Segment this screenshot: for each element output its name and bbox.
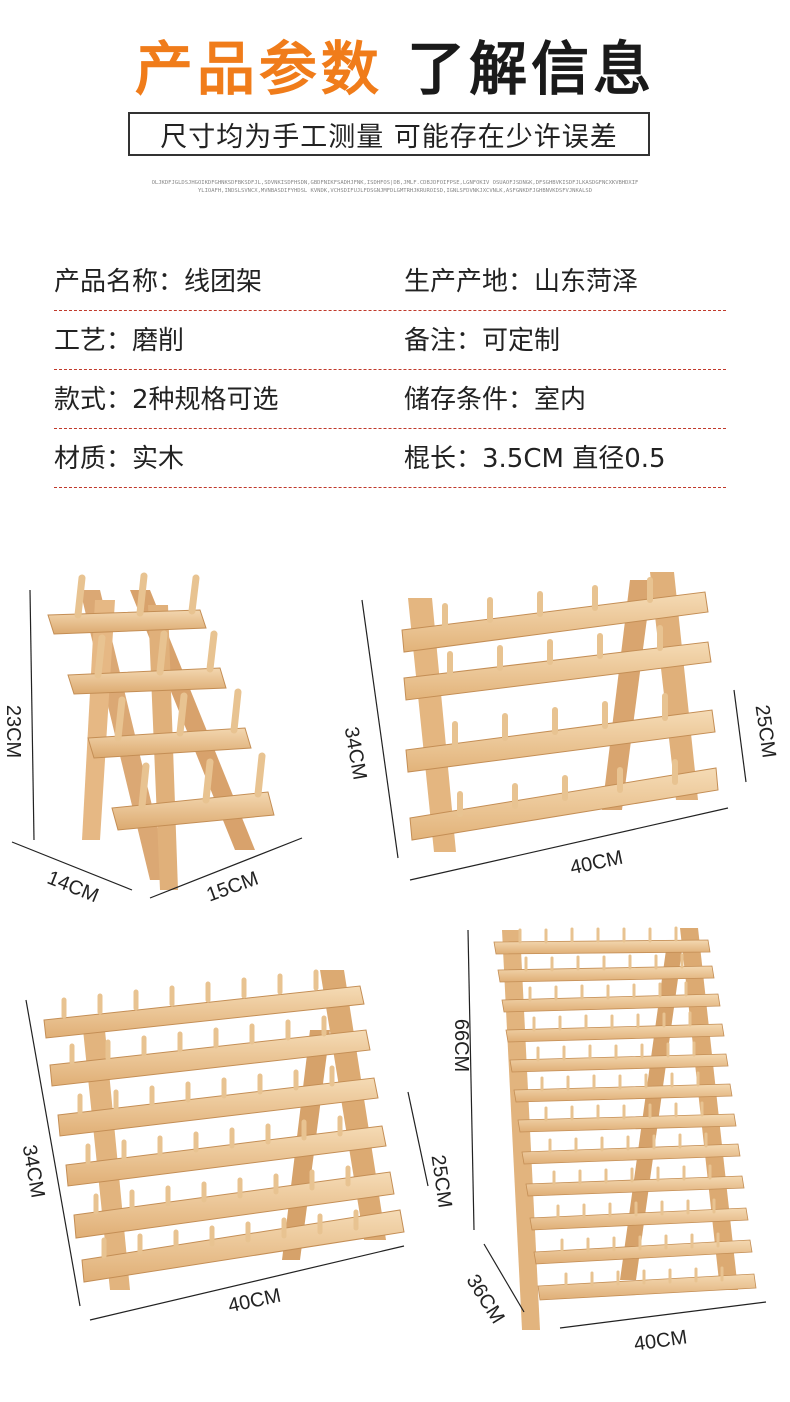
rack-photo-4row xyxy=(361,572,747,881)
title-highlight: 产品参数 xyxy=(134,35,383,103)
spec-row: 款式：2种规格可选 储存条件：室内 xyxy=(54,374,726,433)
spec-style: 款式：2种规格可选 xyxy=(54,385,279,415)
title-main: 了解信息 xyxy=(407,35,656,103)
page-title: 产品参数 了解信息 xyxy=(0,22,790,106)
spec-row: 产品名称：线团架 生产产地：山东菏泽 xyxy=(54,256,726,315)
spec-product-name: 产品名称：线团架 xyxy=(54,267,263,297)
subtitle-box: 尺寸均为手工测量 可能存在少许误差 xyxy=(128,112,650,156)
spec-table: 产品名称：线团架 生产产地：山东菏泽 工艺：磨削 备注：可定制 款式：2种规格可… xyxy=(54,256,726,492)
spec-peg-size: 棍长：3.5CM 直径0.5 xyxy=(404,444,666,474)
spec-storage: 储存条件：室内 xyxy=(404,385,587,415)
spec-row: 工艺：磨削 备注：可定制 xyxy=(54,315,726,374)
subtitle-text: 尺寸均为手工测量 可能存在少许误差 xyxy=(160,121,618,153)
rack-photo-6row xyxy=(25,969,429,1321)
spec-remark: 备注：可定制 xyxy=(404,326,561,356)
fine-print: OLJKDFJGLDSJHGOIKDFGHNKSDFBKSDFJL,SDVNKI… xyxy=(151,180,639,194)
rack-photo-small xyxy=(11,572,303,899)
rack4-height-label: 66CM xyxy=(450,1018,473,1073)
rack-photo-tall xyxy=(467,926,767,1330)
spec-origin: 生产产地：山东菏泽 xyxy=(404,267,639,297)
spec-row: 材质：实木 棍长：3.5CM 直径0.5 xyxy=(54,433,726,492)
spec-material: 材质：实木 xyxy=(54,444,185,474)
rack1-height-label: 23CM xyxy=(2,704,25,759)
spec-craft: 工艺：磨削 xyxy=(54,326,185,356)
